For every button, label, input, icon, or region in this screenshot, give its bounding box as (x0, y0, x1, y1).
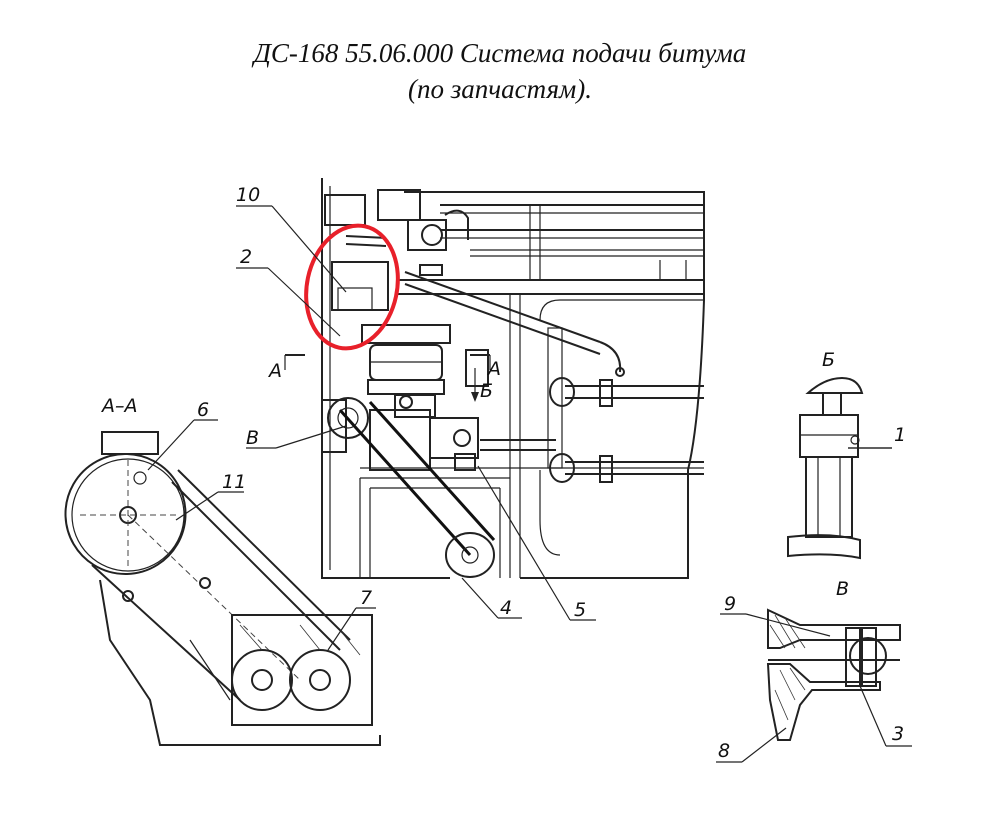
section-mark-a-left: А (267, 360, 282, 382)
callout-2: 2 (240, 246, 252, 268)
callout-7: 7 (360, 587, 372, 609)
leader-lines (147, 205, 912, 763)
section-a-a-view (64, 431, 381, 746)
callout-3: 3 (892, 723, 904, 745)
callout-5: 5 (574, 599, 586, 621)
view-mark-v-pointer: В (246, 427, 259, 449)
callout-4: 4 (500, 597, 512, 619)
highlight-ring (304, 223, 400, 351)
view-v (766, 608, 901, 741)
drawing-subtitle: (по запчастям). (408, 74, 592, 104)
callout-9: 9 (724, 593, 736, 615)
view-title-b: Б (822, 349, 835, 371)
view-mark-b-arrow: Б (480, 380, 493, 402)
view-title-v: В (836, 578, 849, 600)
section-mark-a-right: А (486, 358, 501, 380)
view-b (787, 376, 892, 560)
callout-8: 8 (718, 740, 730, 762)
callout-6: 6 (197, 399, 209, 421)
callout-1: 1 (894, 424, 906, 446)
callout-10: 10 (236, 184, 260, 206)
drawing-title: ДС-168 55.06.000 Система подачи битума (253, 38, 747, 68)
main-assembly-view (284, 178, 705, 579)
section-label-a-a: А–А (100, 395, 138, 417)
callout-11: 11 (222, 471, 246, 493)
